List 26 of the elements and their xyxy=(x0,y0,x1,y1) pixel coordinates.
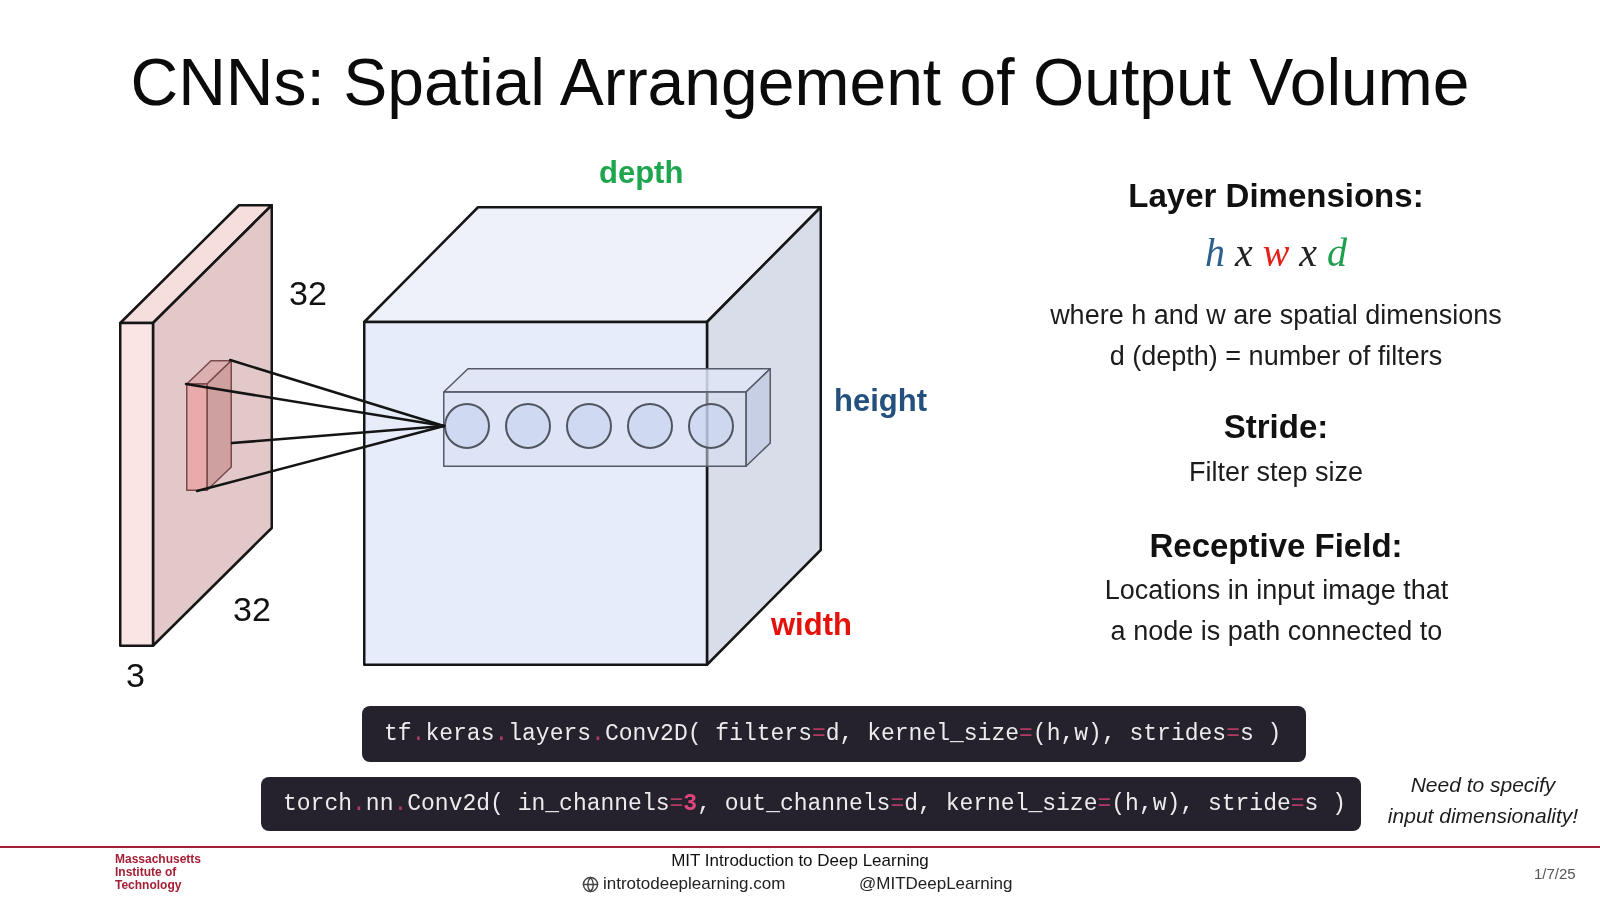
dimension-label: 32 xyxy=(233,589,271,629)
section-heading: Layer Dimensions: xyxy=(1127,176,1425,216)
connection-line xyxy=(195,424,446,493)
date-text: 1/7/25 xyxy=(1534,865,1576,883)
code-bar xyxy=(362,706,1306,762)
course-title: MIT Introduction to Deep Learning xyxy=(670,851,930,871)
description-text: where h and w are spatial dimensions xyxy=(1049,299,1503,332)
code-text: tf.keras.layers.Conv2D( filters=d, kernel_size=(h,w), strides=s ) xyxy=(384,720,1282,748)
dimension-label: 3 xyxy=(126,655,145,695)
institution-name: Massachusetts Institute of Technology xyxy=(115,853,203,892)
description-text: Filter step size xyxy=(1187,456,1365,489)
dimension-label: width xyxy=(771,606,852,644)
code-bar xyxy=(261,777,1361,831)
description-text: Locations in input image that a node is path connected to xyxy=(1103,574,1450,648)
description-text: d (depth) = number of filters xyxy=(1108,340,1444,373)
code-text: torch.nn.Conv2d( in_channels=3, out_channels=d, kernel_size=(h,w), stride=s ) xyxy=(283,790,1346,818)
section-heading: Stride: xyxy=(1222,407,1330,447)
dimension-label: 32 xyxy=(289,273,327,313)
dimension-label: depth xyxy=(599,154,684,192)
section-heading: Receptive Field: xyxy=(1148,526,1404,566)
social-handle: @MITDeepLearning xyxy=(859,874,1013,894)
website-address: introtodeeplearning.com xyxy=(603,874,786,894)
note-text: Need to specify input dimensionality! xyxy=(1386,772,1580,829)
dimension-label: height xyxy=(834,382,927,420)
formula-text: h x w x d xyxy=(1203,229,1349,277)
slide-title: CNNs: Spatial Arrangement of Output Volume xyxy=(129,44,1471,120)
